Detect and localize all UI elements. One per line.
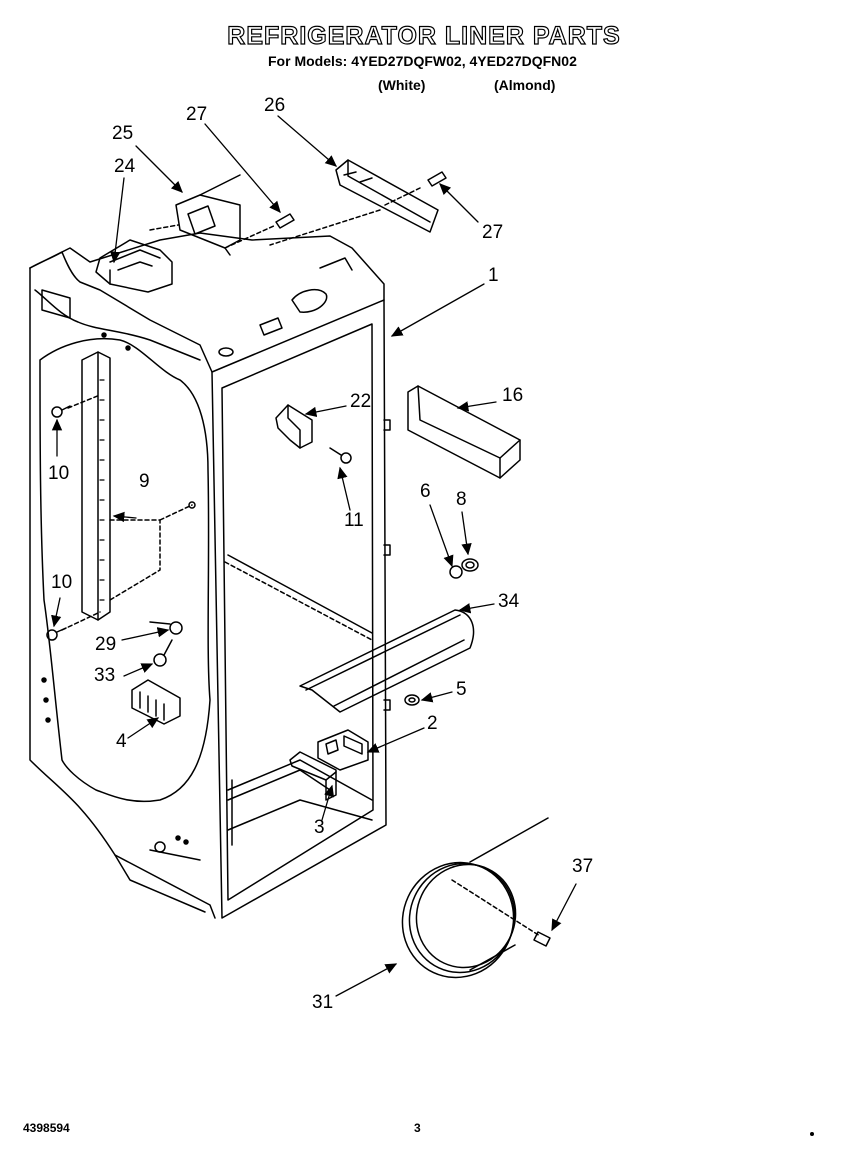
callout-29: 29 <box>95 634 117 655</box>
callout-8: 8 <box>456 489 467 510</box>
part-25-bracket <box>149 174 241 256</box>
callout-16: 16 <box>502 385 524 406</box>
callout-6: 6 <box>420 481 431 502</box>
screw-6-icon <box>449 565 463 579</box>
corner-dot <box>810 1132 814 1136</box>
footer-part-number: 4398594 <box>23 1121 70 1135</box>
cap-8-icon <box>461 558 479 572</box>
part-2-bracket <box>317 729 369 771</box>
part-26-top-rail <box>335 159 439 233</box>
part-9-rail <box>61 351 193 631</box>
screw-11-icon <box>329 447 352 464</box>
callout-31: 31 <box>312 992 334 1013</box>
leader-lines <box>51 115 577 997</box>
callout-34: 34 <box>498 591 520 612</box>
callout-27-right: 27 <box>482 222 504 243</box>
callout-25: 25 <box>112 123 134 144</box>
liner-shell <box>29 232 391 919</box>
callout-26: 26 <box>264 95 286 116</box>
callout-24: 24 <box>114 156 136 177</box>
finish-almond-label: (Almond) <box>494 77 556 93</box>
finish-white-label: (White) <box>378 77 426 93</box>
screw-27-left-icon <box>275 213 295 229</box>
callout-10-lower: 10 <box>51 572 73 593</box>
screw-10-upper-icon <box>51 405 71 418</box>
callout-3: 3 <box>314 817 325 838</box>
bulb-33-icon <box>153 639 173 667</box>
grommet-5-icon <box>404 694 420 706</box>
screw-10-lower-icon <box>46 627 67 641</box>
part-22-bracket <box>275 404 313 449</box>
callout-33: 33 <box>94 665 116 686</box>
page-title: REFRIGERATOR LINER PARTS <box>227 21 621 50</box>
callout-5: 5 <box>456 679 467 700</box>
callout-9: 9 <box>139 471 150 492</box>
part-16-trim <box>407 385 521 479</box>
callout-22: 22 <box>350 391 372 412</box>
part-31-tubing-coil <box>401 817 549 979</box>
callout-11: 11 <box>344 510 364 531</box>
callout-27-left: 27 <box>186 104 208 125</box>
footer-page-number: 3 <box>414 1121 421 1135</box>
callout-4: 4 <box>116 731 127 752</box>
part-3-bracket <box>289 751 337 801</box>
part-34-cover <box>299 609 475 713</box>
callout-37: 37 <box>572 856 594 877</box>
lamp-socket-29-icon <box>149 621 183 635</box>
callout-2: 2 <box>427 713 438 734</box>
screw-27-right-icon <box>427 171 447 187</box>
callout-10-upper: 10 <box>48 463 70 484</box>
callout-1: 1 <box>488 265 499 286</box>
models-line: For Models: 4YED27DQFW02, 4YED27DQFN02 <box>268 53 577 69</box>
part-4-vent <box>131 679 181 725</box>
screw-37-icon <box>533 931 551 947</box>
